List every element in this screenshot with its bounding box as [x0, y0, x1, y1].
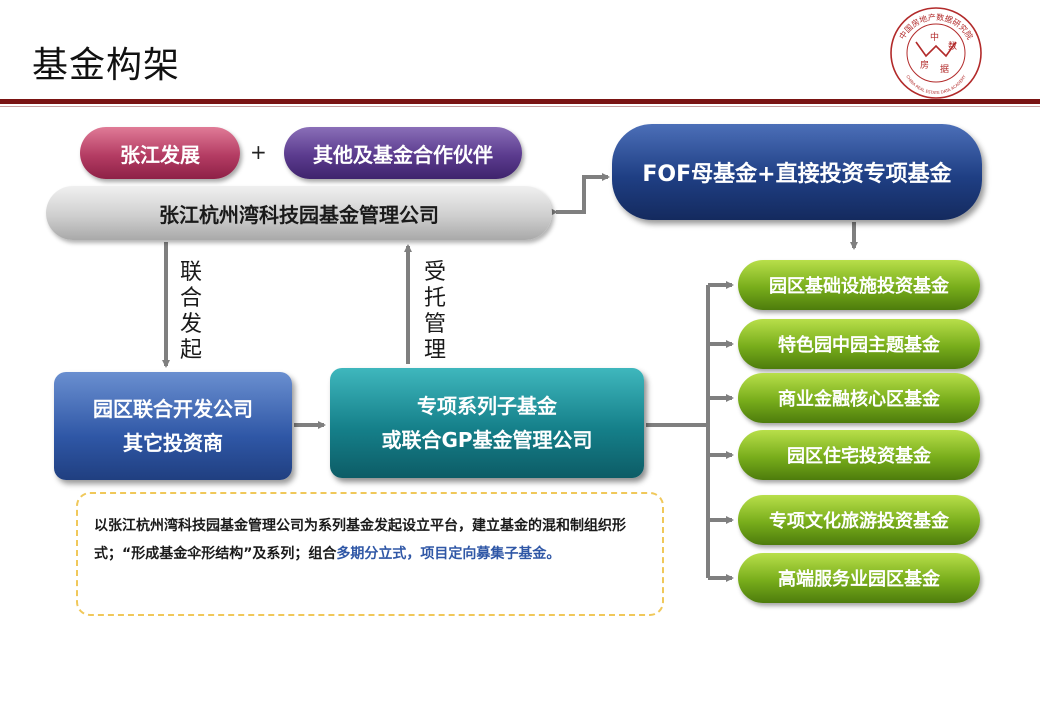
- note-text: 以张江杭州湾科技园基金管理公司为系列基金发起设立平台，建立基金的混和制组织形式；…: [94, 518, 626, 562]
- academy-seal-logo: 中国房地产数据研究院 CHINA REAL ESTATE DATA ACADEM…: [890, 7, 982, 99]
- special-box-line1: 专项系列子基金: [417, 394, 557, 418]
- note-box: 以张江杭州湾科技园基金管理公司为系列基金发起设立平台，建立基金的混和制组织形式；…: [76, 492, 664, 616]
- plus-sign: +: [250, 140, 267, 164]
- subfund-high-end-services: 高端服务业园区基金: [738, 553, 980, 603]
- subfund-infrastructure: 园区基础设施投资基金: [738, 260, 980, 310]
- park-box-line1: 园区联合开发公司: [93, 397, 253, 421]
- special-box-line2: 或联合GP基金管理公司: [381, 428, 593, 452]
- fof-fund: FOF母基金+直接投资专项基金: [612, 124, 982, 220]
- logo-char-4: 据: [940, 63, 949, 75]
- park-developer-box: 园区联合开发公司 其它投资商: [54, 372, 292, 480]
- subfund-residential: 园区住宅投资基金: [738, 430, 980, 480]
- subfund-theme-park: 特色园中园主题基金: [738, 319, 980, 369]
- label-entrusted-management: 受托管理: [423, 260, 446, 363]
- title-divider-thin: [0, 106, 1040, 107]
- logo-char-1: 中: [930, 31, 939, 43]
- logo-char-3: 房: [920, 59, 929, 71]
- sponsor-zhangjiang: 张江发展: [80, 127, 240, 179]
- subfund-culture-tourism: 专项文化旅游投资基金: [738, 495, 980, 545]
- management-company: 张江杭州湾科技园基金管理公司: [46, 186, 552, 240]
- sponsor-partners: 其他及基金合作伙伴: [284, 127, 522, 179]
- subfund-commercial-finance: 商业金融核心区基金: [738, 373, 980, 423]
- arrow-mgmt-fof: [550, 173, 610, 216]
- special-subfund-box: 专项系列子基金 或联合GP基金管理公司: [330, 368, 644, 478]
- title-divider: [0, 99, 1040, 104]
- label-joint-initiate: 联合发起: [179, 260, 202, 363]
- page-title: 基金构架: [32, 45, 181, 86]
- logo-char-2: 数: [948, 40, 957, 52]
- note-highlight: 多期分立式，项目定向募集子基金。: [336, 546, 561, 562]
- park-box-line2: 其它投资商: [123, 431, 223, 455]
